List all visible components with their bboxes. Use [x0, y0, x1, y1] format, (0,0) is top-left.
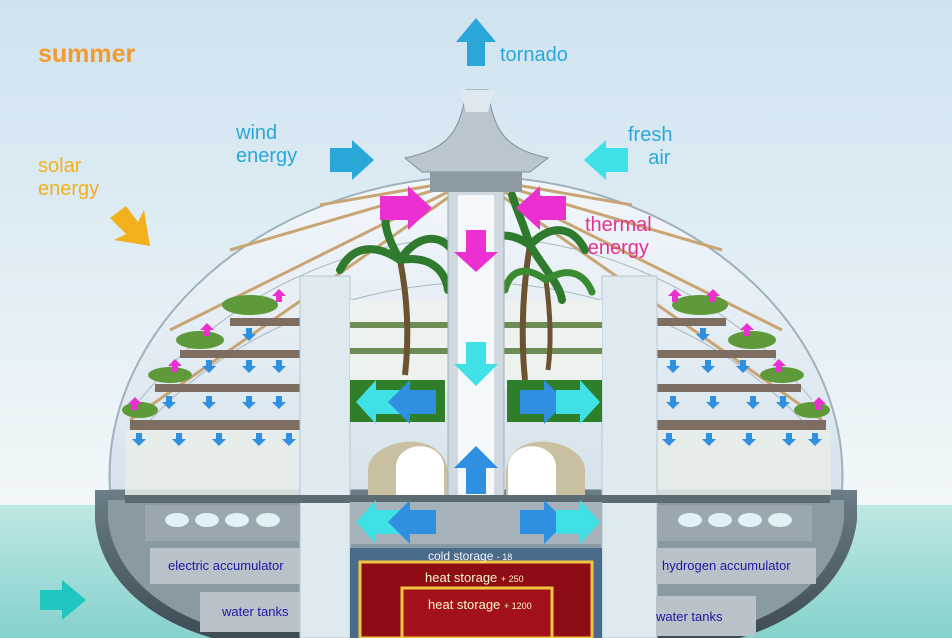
- heat-storage-outer-label: heat storage + 250: [425, 571, 524, 586]
- thermal-energy-label: thermal energy: [585, 214, 652, 260]
- wind-arrow: [330, 140, 374, 180]
- solar-line-1: solar: [38, 155, 99, 178]
- tornado-label: tornado: [500, 44, 568, 67]
- fresh-air-label: fresh air: [628, 124, 672, 170]
- cold-storage-value: - 18: [497, 552, 513, 562]
- hydrogen-accumulator-label: hydrogen accumulator: [662, 559, 791, 574]
- wind-line-2: energy: [236, 145, 297, 168]
- wind-line-1: wind: [236, 122, 297, 145]
- heat-storage-inner: [402, 588, 552, 638]
- heat-storage-2-text: heat storage: [428, 597, 500, 612]
- cold-storage-label: cold storage - 18: [428, 550, 512, 564]
- water-tanks-left-label: water tanks: [222, 605, 288, 620]
- tornado-arrow: [456, 18, 496, 66]
- thermal-line-1: thermal: [585, 214, 652, 237]
- wind-energy-label: wind energy: [236, 122, 297, 168]
- cold-storage-text: cold storage: [428, 549, 493, 563]
- fresh-line-2: air: [628, 147, 672, 170]
- heat-storage-2-value: + 1200: [504, 601, 532, 611]
- water-tanks-right-label: water tanks: [656, 610, 722, 625]
- lower-deck: [125, 495, 830, 503]
- solar-arrow: [110, 206, 150, 246]
- electric-accumulator-label: electric accumulator: [168, 559, 284, 574]
- left-tower: [300, 276, 350, 638]
- heat-storage-1-value: + 250: [501, 574, 524, 584]
- solar-energy-label: solar energy: [38, 155, 99, 201]
- heat-storage-inner-label: heat storage + 1200: [428, 598, 532, 613]
- fresh-line-1: fresh: [628, 124, 672, 147]
- right-tower: [602, 276, 657, 638]
- fresh-air-arrow: [584, 140, 628, 180]
- thermal-line-2: energy: [585, 237, 652, 260]
- sea-arrow: [40, 580, 86, 620]
- solar-line-2: energy: [38, 178, 99, 201]
- season-label: summer: [38, 40, 135, 69]
- heat-storage-1-text: heat storage: [425, 570, 497, 585]
